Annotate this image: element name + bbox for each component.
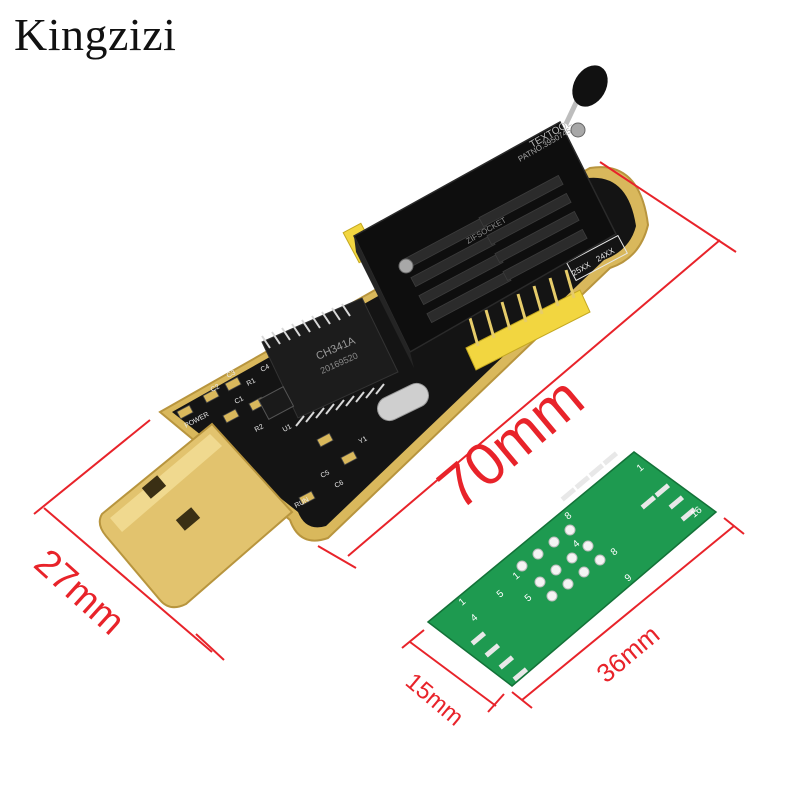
usb-connector — [98, 422, 294, 609]
dimension-lines — [33, 161, 745, 713]
programmer-board: CH341A 20169520 POWER RUN C1 — [98, 65, 650, 609]
header-label-box — [566, 234, 628, 282]
svg-text:C5: C5 — [320, 469, 331, 479]
svg-text:C2: C2 — [210, 383, 221, 393]
crystal-oscillator — [377, 382, 429, 422]
svg-text:C1: C1 — [234, 395, 245, 405]
svg-text:R1: R1 — [246, 377, 257, 387]
svg-text:9: 9 — [623, 572, 635, 584]
svg-text:C4: C4 — [260, 363, 271, 373]
dimension-width: 27mm — [26, 541, 133, 643]
dimension-adapter-length: 36mm — [591, 619, 666, 688]
svg-text:4: 4 — [571, 538, 583, 550]
socket-screw — [570, 122, 586, 138]
svg-text:Y1: Y1 — [358, 436, 369, 446]
usb-hole — [175, 507, 201, 531]
svg-text:8: 8 — [609, 546, 621, 558]
brand-watermark: Kingzizi — [14, 9, 177, 60]
svg-text:5: 5 — [495, 588, 507, 600]
svg-text:C3: C3 — [226, 369, 237, 379]
voltage-regulator — [257, 386, 295, 420]
adapter-board: 1 4 5 8 1 4 5 8 9 16 1 — [426, 451, 718, 687]
svg-text:1: 1 — [635, 462, 647, 474]
pin-header — [465, 269, 591, 371]
silkscreen-labels: POWER RUN C1 C2 C3 C4 C5 C6 Y1 R1 R2 U1 — [184, 363, 369, 509]
socket-screw — [398, 258, 414, 274]
svg-text:5: 5 — [523, 592, 535, 604]
lever-knob — [572, 65, 608, 107]
svg-text:1: 1 — [511, 570, 523, 582]
usb-hole — [141, 475, 167, 499]
svg-text:C6: C6 — [334, 479, 345, 489]
svg-text:R2: R2 — [254, 423, 265, 433]
svg-text:1: 1 — [457, 596, 469, 608]
svg-text:8: 8 — [563, 510, 575, 522]
svg-text:U1: U1 — [282, 423, 293, 433]
svg-text:4: 4 — [469, 612, 481, 624]
